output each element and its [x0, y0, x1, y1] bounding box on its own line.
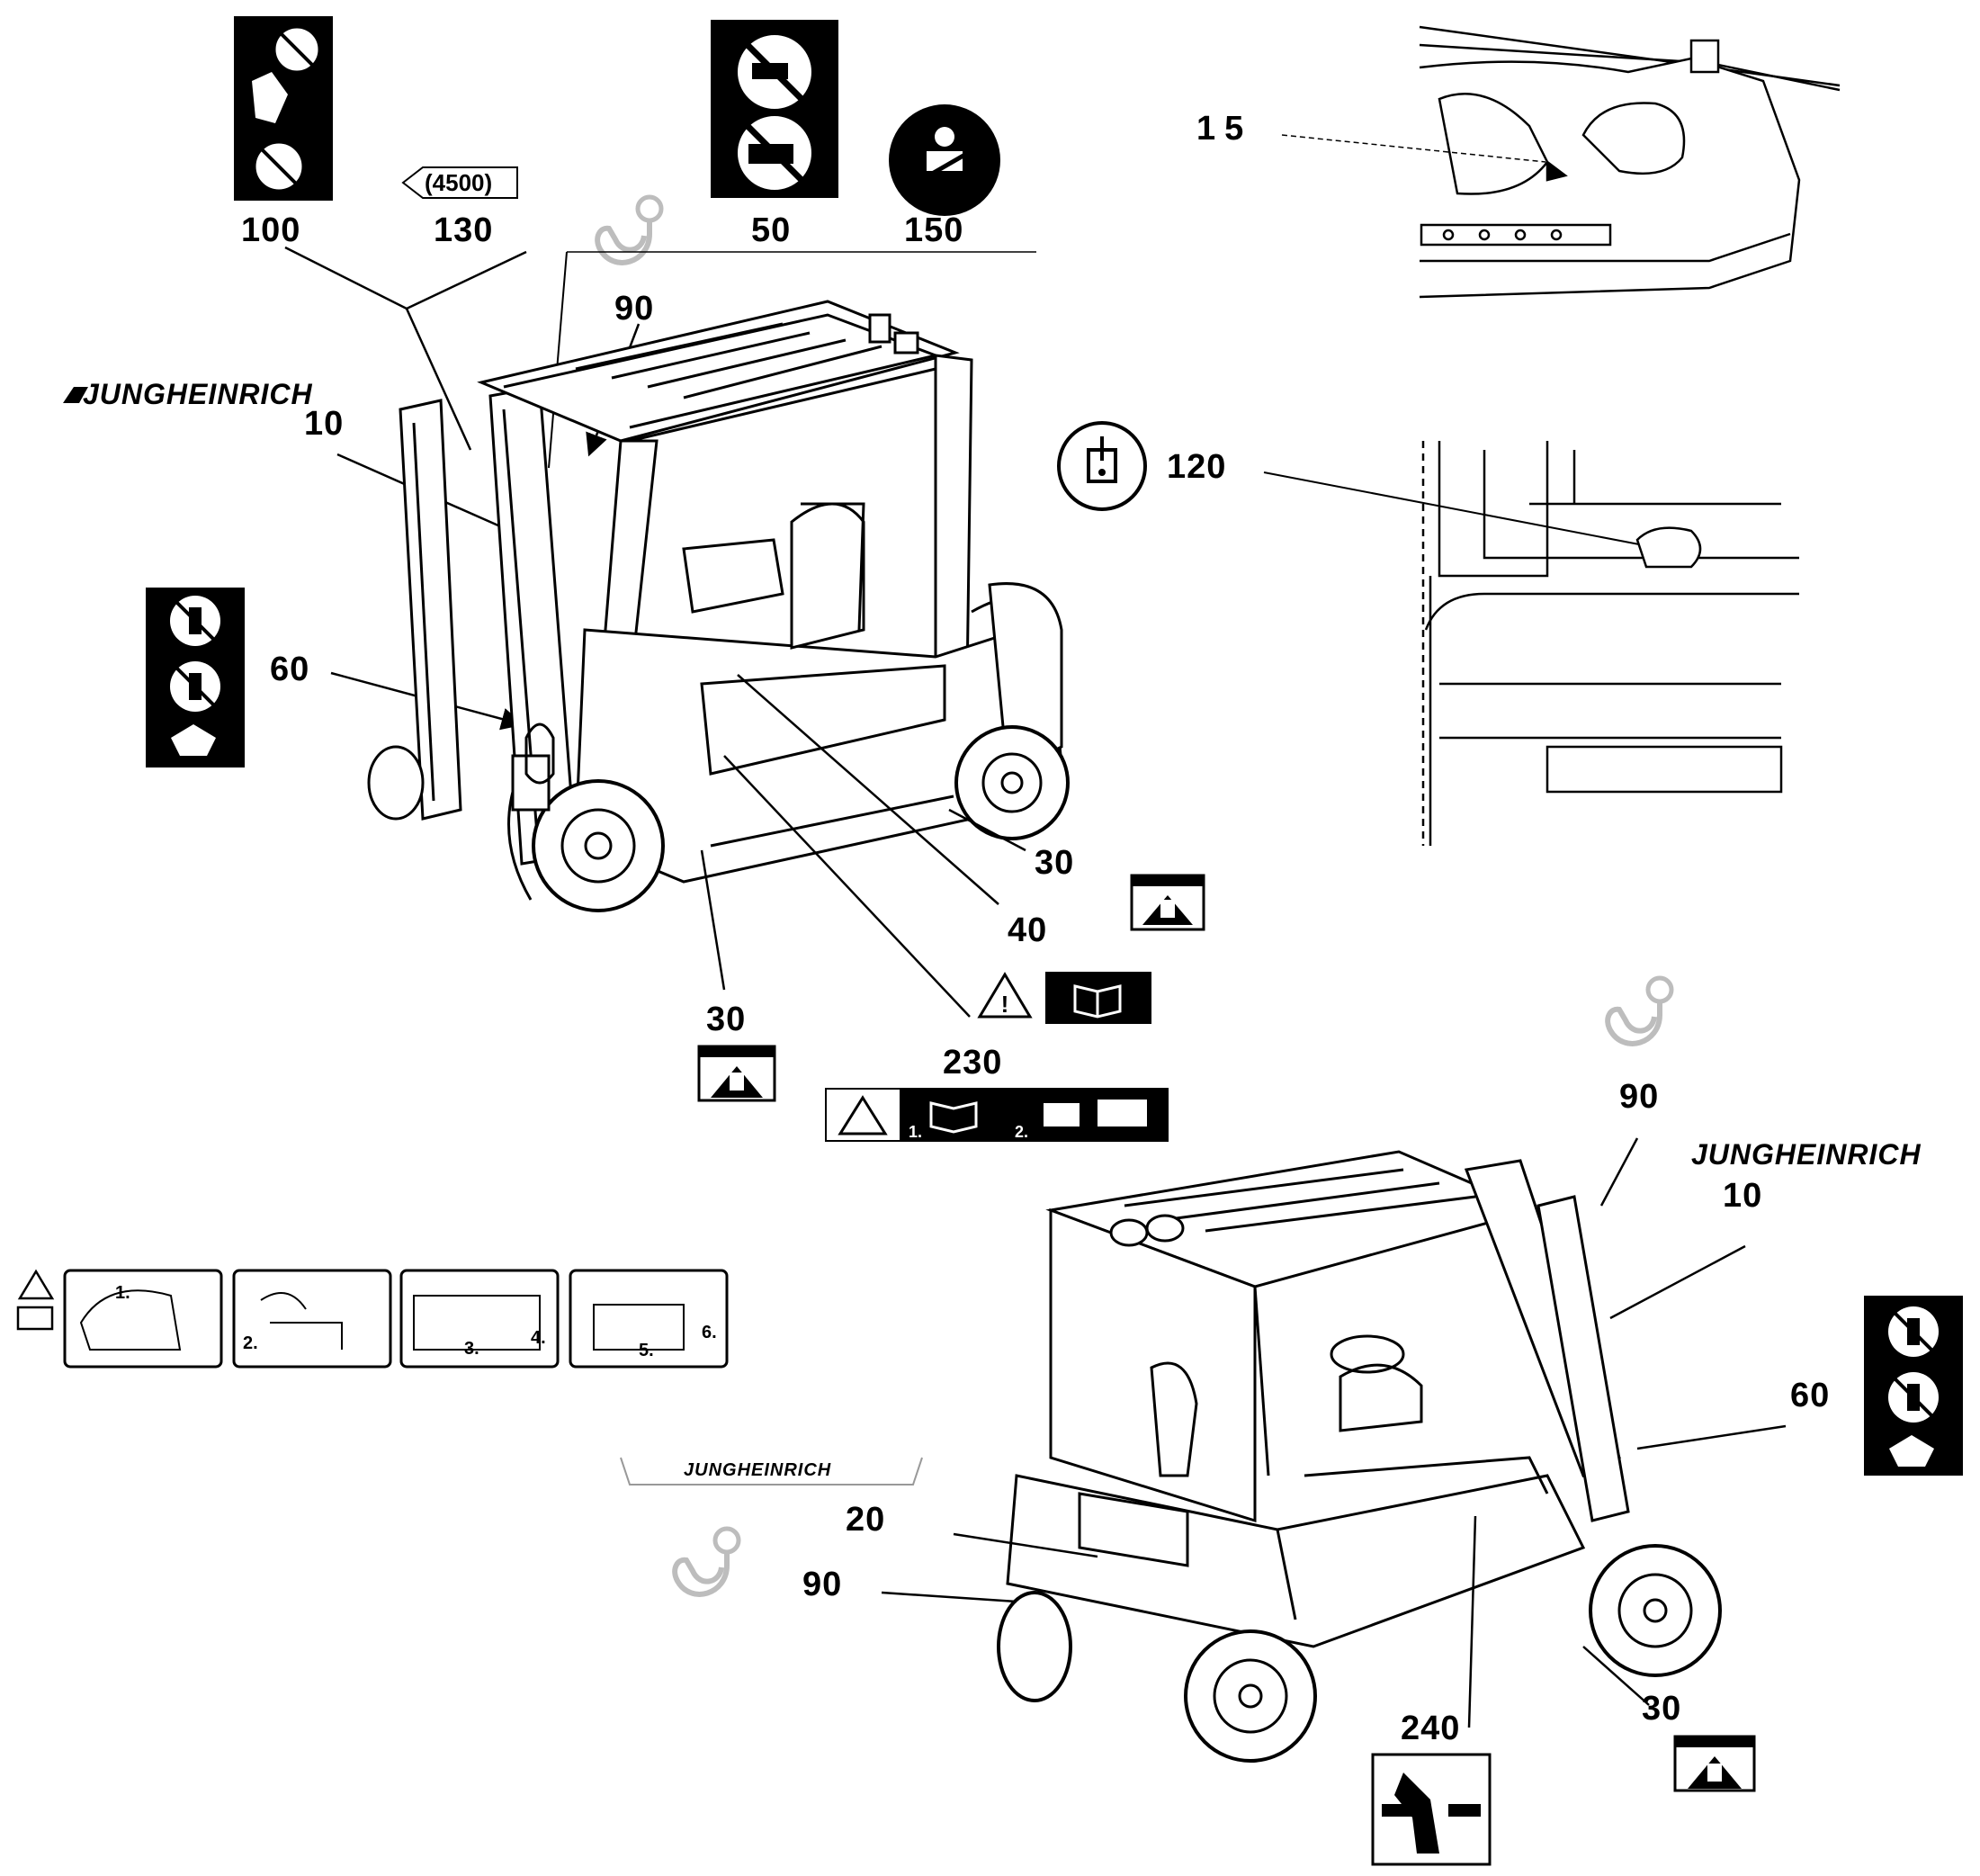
- brand-logo-top: [63, 387, 88, 403]
- lifting-point-icon: [697, 1045, 776, 1102]
- forklift-front-view: [367, 300, 1070, 912]
- hook-icon: [597, 197, 661, 263]
- callout-30-bottom: 30: [706, 1001, 747, 1038]
- callout-50: 50: [751, 211, 792, 249]
- label-100-icon: [234, 16, 333, 201]
- label-230-icon: [825, 1088, 1169, 1142]
- callout-30-rear: 30: [1642, 1690, 1682, 1728]
- label-230-step: 2.: [1015, 1123, 1029, 1141]
- step-label: 6.: [702, 1323, 717, 1342]
- svg-text:!: !: [1001, 991, 1009, 1018]
- callout-10-right: 10: [1723, 1177, 1763, 1215]
- lifting-point-icon: [1673, 1735, 1756, 1792]
- callout-60-left: 60: [270, 651, 310, 688]
- step-label: 3.: [464, 1339, 479, 1359]
- hook-icon: [1608, 978, 1671, 1044]
- capacity-tag: [401, 166, 518, 199]
- callout-240: 240: [1401, 1710, 1461, 1747]
- callout-90-right: 90: [1619, 1078, 1660, 1116]
- label-60-right-icon: [1864, 1296, 1963, 1476]
- callout-40: 40: [1008, 911, 1048, 949]
- callout-90-top: 90: [614, 290, 655, 328]
- crush-hazard-icon: [1371, 1753, 1492, 1866]
- step-label: 2.: [243, 1333, 258, 1353]
- lifting-point-icon: [1130, 874, 1205, 931]
- detail-dashboard: [1419, 25, 1841, 299]
- step-label: 4.: [531, 1328, 546, 1348]
- fill-point-icon: [1057, 421, 1147, 511]
- callout-30-right: 30: [1035, 844, 1075, 882]
- brand-logo-text-top: JUNGHEINRICH: [83, 378, 313, 410]
- callout-15: 15: [1196, 110, 1253, 148]
- battery-step-panels: [16, 1269, 729, 1369]
- callout-90-left: 90: [802, 1566, 843, 1603]
- callout-130: 130: [434, 211, 494, 249]
- brand-logo-text-strip: JUNGHEINRICH: [684, 1460, 832, 1480]
- brand-logo-text-right: JUNGHEINRICH: [1691, 1138, 1922, 1171]
- warning-triangle-icon: !: [977, 972, 1033, 1019]
- brand-strip: [620, 1457, 923, 1486]
- capacity-tag-text: (4500): [425, 169, 493, 196]
- callout-100: 100: [241, 211, 301, 249]
- callout-150: 150: [904, 211, 964, 249]
- label-60-left-icon: [146, 588, 245, 767]
- hook-icon: [675, 1529, 739, 1594]
- step-label: 5.: [639, 1341, 654, 1360]
- label-230-step: 1.: [909, 1123, 923, 1141]
- detail-fill-point: [1421, 441, 1799, 846]
- callout-20: 20: [846, 1501, 886, 1539]
- manual-book-icon: [1045, 972, 1151, 1024]
- step-label: 1.: [115, 1283, 130, 1303]
- callout-60-right: 60: [1790, 1377, 1831, 1414]
- seatbelt-icon: [889, 104, 1000, 216]
- callout-10-top: 10: [304, 405, 345, 443]
- callout-120: 120: [1167, 448, 1227, 486]
- callout-230: 230: [943, 1044, 1003, 1082]
- label-50-icon: [711, 20, 838, 198]
- forklift-rear-view: [997, 1150, 1722, 1763]
